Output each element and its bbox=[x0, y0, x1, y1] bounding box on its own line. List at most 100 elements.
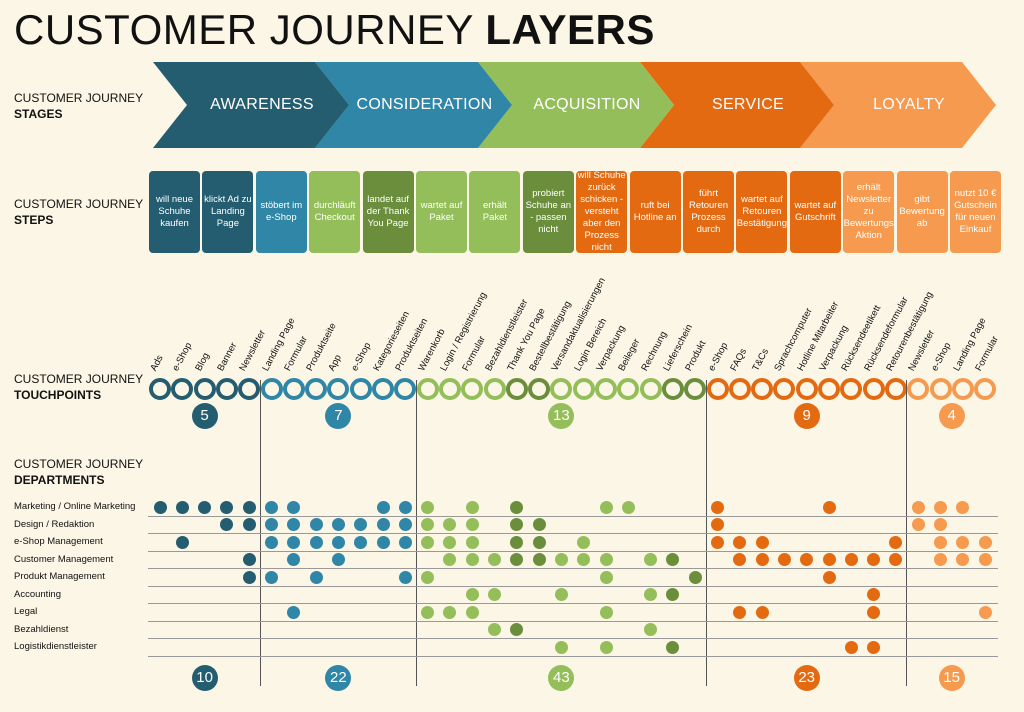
department-touchpoint-dot bbox=[421, 605, 435, 619]
department-count-badge: 22 bbox=[325, 665, 352, 691]
stage-chevron-consideration bbox=[315, 62, 512, 148]
department-touchpoint-dot bbox=[465, 588, 479, 601]
touchpoint-ring bbox=[661, 378, 684, 400]
journey-step: führt Retouren Prozess durch bbox=[683, 171, 734, 253]
department-touchpoint-dot bbox=[666, 588, 680, 601]
touchpoint-count-badge: 5 bbox=[191, 403, 218, 429]
touchpoint-ring bbox=[907, 378, 930, 400]
department-touchpoint-dot bbox=[911, 500, 925, 514]
journey-step: wartet auf Paket bbox=[416, 171, 467, 253]
department-touchpoint-dot bbox=[934, 535, 947, 549]
touchpoint-ring bbox=[795, 378, 818, 400]
department-touchpoint-dot bbox=[421, 570, 435, 584]
department-touchpoint-dot bbox=[554, 640, 568, 654]
department-touchpoint-dot bbox=[711, 518, 724, 531]
department-label: e-Shop Management bbox=[14, 536, 103, 547]
department-touchpoint-dot bbox=[822, 500, 836, 514]
department-row-separator bbox=[148, 638, 998, 639]
department-touchpoint-dot bbox=[911, 518, 925, 531]
department-touchpoint-dot bbox=[265, 518, 278, 531]
department-touchpoint-dot bbox=[309, 518, 323, 531]
touchpoint-ring bbox=[394, 378, 417, 400]
department-touchpoint-dot bbox=[934, 518, 947, 531]
stage-label: AWARENESS bbox=[210, 96, 314, 113]
department-touchpoint-dot bbox=[443, 535, 457, 549]
department-touchpoint-dot bbox=[488, 588, 501, 601]
stage-label: ACQUISITION bbox=[533, 96, 641, 113]
stage-chevron-loyalty bbox=[800, 62, 996, 148]
department-touchpoint-dot bbox=[153, 500, 167, 514]
department-touchpoint-dot bbox=[844, 640, 858, 654]
department-touchpoint-dot bbox=[755, 535, 769, 549]
department-touchpoint-dot bbox=[287, 553, 301, 566]
department-touchpoint-dot bbox=[242, 553, 256, 566]
department-touchpoint-dot bbox=[867, 553, 881, 566]
journey-step: wartet auf Gutschrift bbox=[789, 171, 841, 253]
touchpoint-ring bbox=[349, 378, 372, 400]
department-touchpoint-dot bbox=[956, 535, 970, 549]
department-touchpoint-dot bbox=[599, 640, 613, 654]
touchpoint-ring bbox=[617, 378, 640, 400]
touchpoint-ring bbox=[260, 378, 283, 400]
touchpoint-ring bbox=[215, 378, 238, 400]
touchpoint-ring bbox=[951, 378, 974, 400]
department-touchpoint-dot bbox=[287, 535, 301, 549]
department-touchpoint-dot bbox=[711, 500, 724, 514]
department-touchpoint-dot bbox=[443, 553, 457, 566]
journey-step: erhält Paket bbox=[469, 171, 521, 253]
department-touchpoint-dot bbox=[510, 500, 524, 514]
touchpoint-ring bbox=[505, 378, 528, 400]
touchpoint-ring bbox=[818, 378, 840, 400]
department-touchpoint-dot bbox=[621, 500, 635, 514]
department-count-badge: 10 bbox=[191, 665, 218, 691]
department-touchpoint-dot bbox=[331, 535, 345, 549]
department-touchpoint-dot bbox=[198, 500, 212, 514]
department-touchpoint-dot bbox=[265, 500, 278, 514]
department-count-badge: 43 bbox=[548, 665, 575, 691]
department-touchpoint-dot bbox=[465, 518, 479, 531]
department-row-separator bbox=[148, 550, 998, 552]
department-touchpoint-dot bbox=[242, 518, 256, 531]
touchpoint-ring bbox=[684, 378, 707, 400]
department-touchpoint-dot bbox=[287, 605, 301, 619]
department-row-separator bbox=[148, 603, 998, 604]
department-touchpoint-dot bbox=[175, 500, 189, 514]
department-row-separator bbox=[148, 568, 998, 569]
department-touchpoint-dot bbox=[733, 605, 747, 619]
department-touchpoint-dot bbox=[777, 553, 791, 566]
department-touchpoint-dot bbox=[376, 500, 390, 514]
department-touchpoint-dot bbox=[532, 535, 546, 549]
department-touchpoint-dot bbox=[421, 535, 435, 549]
department-touchpoint-dot bbox=[510, 535, 524, 549]
department-touchpoint-dot bbox=[265, 535, 278, 549]
department-touchpoint-dot bbox=[599, 500, 613, 514]
page-title: CUSTOMER JOURNEY LAYERS bbox=[14, 6, 655, 53]
department-touchpoint-dot bbox=[309, 535, 323, 549]
department-touchpoint-dot bbox=[265, 570, 278, 584]
department-touchpoint-dot bbox=[443, 605, 457, 619]
department-touchpoint-dot bbox=[242, 570, 256, 584]
department-touchpoint-dot bbox=[934, 500, 947, 514]
touchpoint-ring bbox=[528, 378, 551, 400]
department-touchpoint-dot bbox=[532, 553, 546, 566]
touchpoint-ring bbox=[728, 378, 751, 400]
touchpoint-ring bbox=[884, 378, 907, 400]
department-touchpoint-dot bbox=[488, 553, 501, 566]
department-touchpoint-dot bbox=[844, 553, 858, 566]
department-touchpoint-dot bbox=[800, 553, 814, 566]
touchpoint-count-badge: 9 bbox=[793, 403, 820, 429]
department-label: Logistikdienstleister bbox=[14, 641, 97, 652]
touchpoint-ring bbox=[149, 378, 171, 400]
department-label: Legal bbox=[14, 606, 38, 617]
department-touchpoint-dot bbox=[822, 570, 836, 584]
department-row-separator bbox=[148, 515, 998, 517]
department-touchpoint-dot bbox=[688, 570, 702, 584]
touchpoint-ring bbox=[929, 378, 952, 400]
department-touchpoint-dot bbox=[331, 553, 345, 566]
journey-step: stöbert im e-Shop bbox=[255, 171, 307, 253]
touchpoint-ring bbox=[862, 378, 885, 400]
stage-label: CONSIDERATION bbox=[356, 96, 493, 113]
department-touchpoint-dot bbox=[755, 605, 769, 619]
department-touchpoint-dot bbox=[934, 553, 947, 566]
